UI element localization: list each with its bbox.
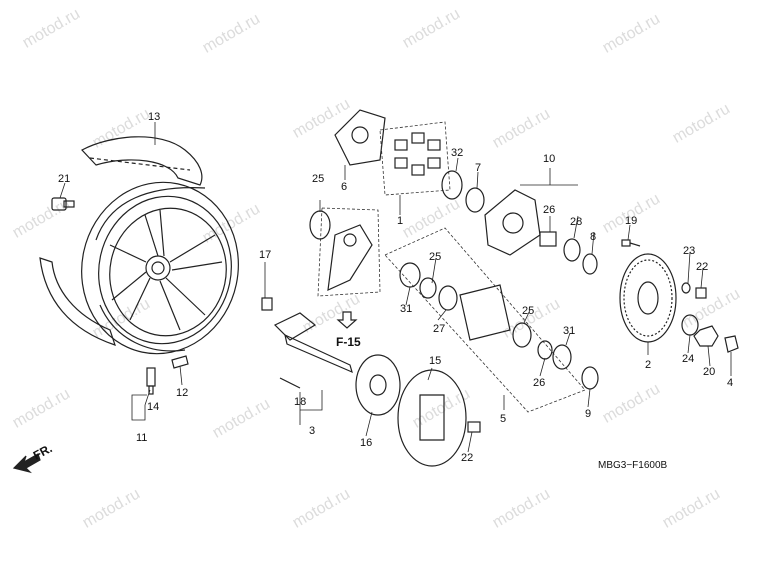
- callout-27: 25: [522, 305, 534, 317]
- callout-20: 20: [703, 366, 715, 378]
- collar-7-drawing: [465, 187, 485, 213]
- callout-18: 18: [294, 396, 306, 408]
- callout-19: 19: [625, 215, 637, 227]
- callout-25b: 26: [533, 377, 545, 389]
- hub-16-drawing: [355, 354, 401, 416]
- leader-lines: [59, 122, 732, 453]
- damper-rubbers-drawing: [394, 132, 441, 176]
- callout-26: 25: [312, 173, 324, 185]
- nut-22-bottom-drawing: [467, 421, 481, 433]
- bolt-19-drawing: [621, 239, 641, 247]
- callout-labels: 13 21 14 11 12 17 18 3 25 6 1 32 7 10 26…: [58, 111, 733, 464]
- callout-3: 3: [309, 425, 315, 437]
- valve-drawing: [146, 367, 156, 395]
- callout-31b: 31: [563, 325, 575, 337]
- flange-10-drawing: [484, 189, 581, 262]
- callout-21: 21: [58, 173, 70, 185]
- nut-20-drawing: [693, 325, 719, 347]
- callout-7: 7: [475, 162, 481, 174]
- damper-case-drawing: [334, 109, 386, 166]
- reference-arrow: [336, 311, 358, 329]
- reference-label: F-15: [336, 335, 361, 349]
- bolt-21-drawing: [51, 197, 75, 211]
- ring-9-drawing: [581, 366, 599, 390]
- nut-4-drawing: [724, 335, 739, 353]
- callout-29: 27: [433, 323, 445, 335]
- oring-32-drawing: [441, 170, 463, 200]
- disc-15-drawing: [397, 369, 467, 467]
- hub-group-outline: [384, 227, 586, 413]
- wheel-drawing: [81, 181, 239, 355]
- callout-32: 32: [451, 147, 463, 159]
- callout-17: 17: [259, 249, 271, 261]
- diagram-code: MBG3−F1600B: [598, 460, 668, 471]
- callout-25a: 25: [429, 251, 441, 263]
- callout-22b: 22: [461, 452, 473, 464]
- bracket-drawing: [327, 224, 373, 291]
- clip-12-drawing: [171, 355, 189, 369]
- callout-2: 2: [645, 359, 651, 371]
- callout-23: 23: [683, 245, 695, 257]
- washer-23-drawing: [681, 282, 691, 294]
- callout-8: 8: [590, 231, 596, 243]
- callout-11: 11: [136, 432, 147, 444]
- washer-24-drawing: [681, 314, 699, 336]
- callout-13: 13: [148, 111, 160, 123]
- callout-14: 14: [147, 401, 159, 413]
- callout-31a: 31: [400, 303, 412, 315]
- callout-22a: 22: [696, 261, 708, 273]
- callout-15: 15: [429, 355, 441, 367]
- bracket-outline: [317, 207, 381, 297]
- tyre-drawing: [39, 136, 203, 346]
- callout-4: 4: [727, 377, 733, 389]
- front-direction-arrow-icon: [12, 453, 41, 474]
- ring-8-drawing: [582, 253, 598, 275]
- callout-6: 6: [341, 181, 347, 193]
- circlip-26-drawing: [309, 210, 331, 240]
- callout-28: 26: [543, 204, 555, 216]
- callout-1: 1: [397, 215, 403, 227]
- nut-22-top-drawing: [695, 287, 707, 299]
- callout-5: 5: [500, 413, 506, 425]
- sprocket-drawing: [619, 253, 677, 343]
- damper-group-outline: [379, 121, 451, 196]
- axle-drawing: [261, 297, 353, 389]
- callout-12: 12: [176, 387, 188, 399]
- callout-30: 28: [570, 216, 582, 228]
- callout-10: 10: [543, 153, 555, 165]
- hub-internals-drawing: [399, 262, 572, 370]
- callout-16: 16: [360, 437, 372, 449]
- callout-24: 24: [682, 353, 694, 365]
- callout-9: 9: [585, 408, 591, 420]
